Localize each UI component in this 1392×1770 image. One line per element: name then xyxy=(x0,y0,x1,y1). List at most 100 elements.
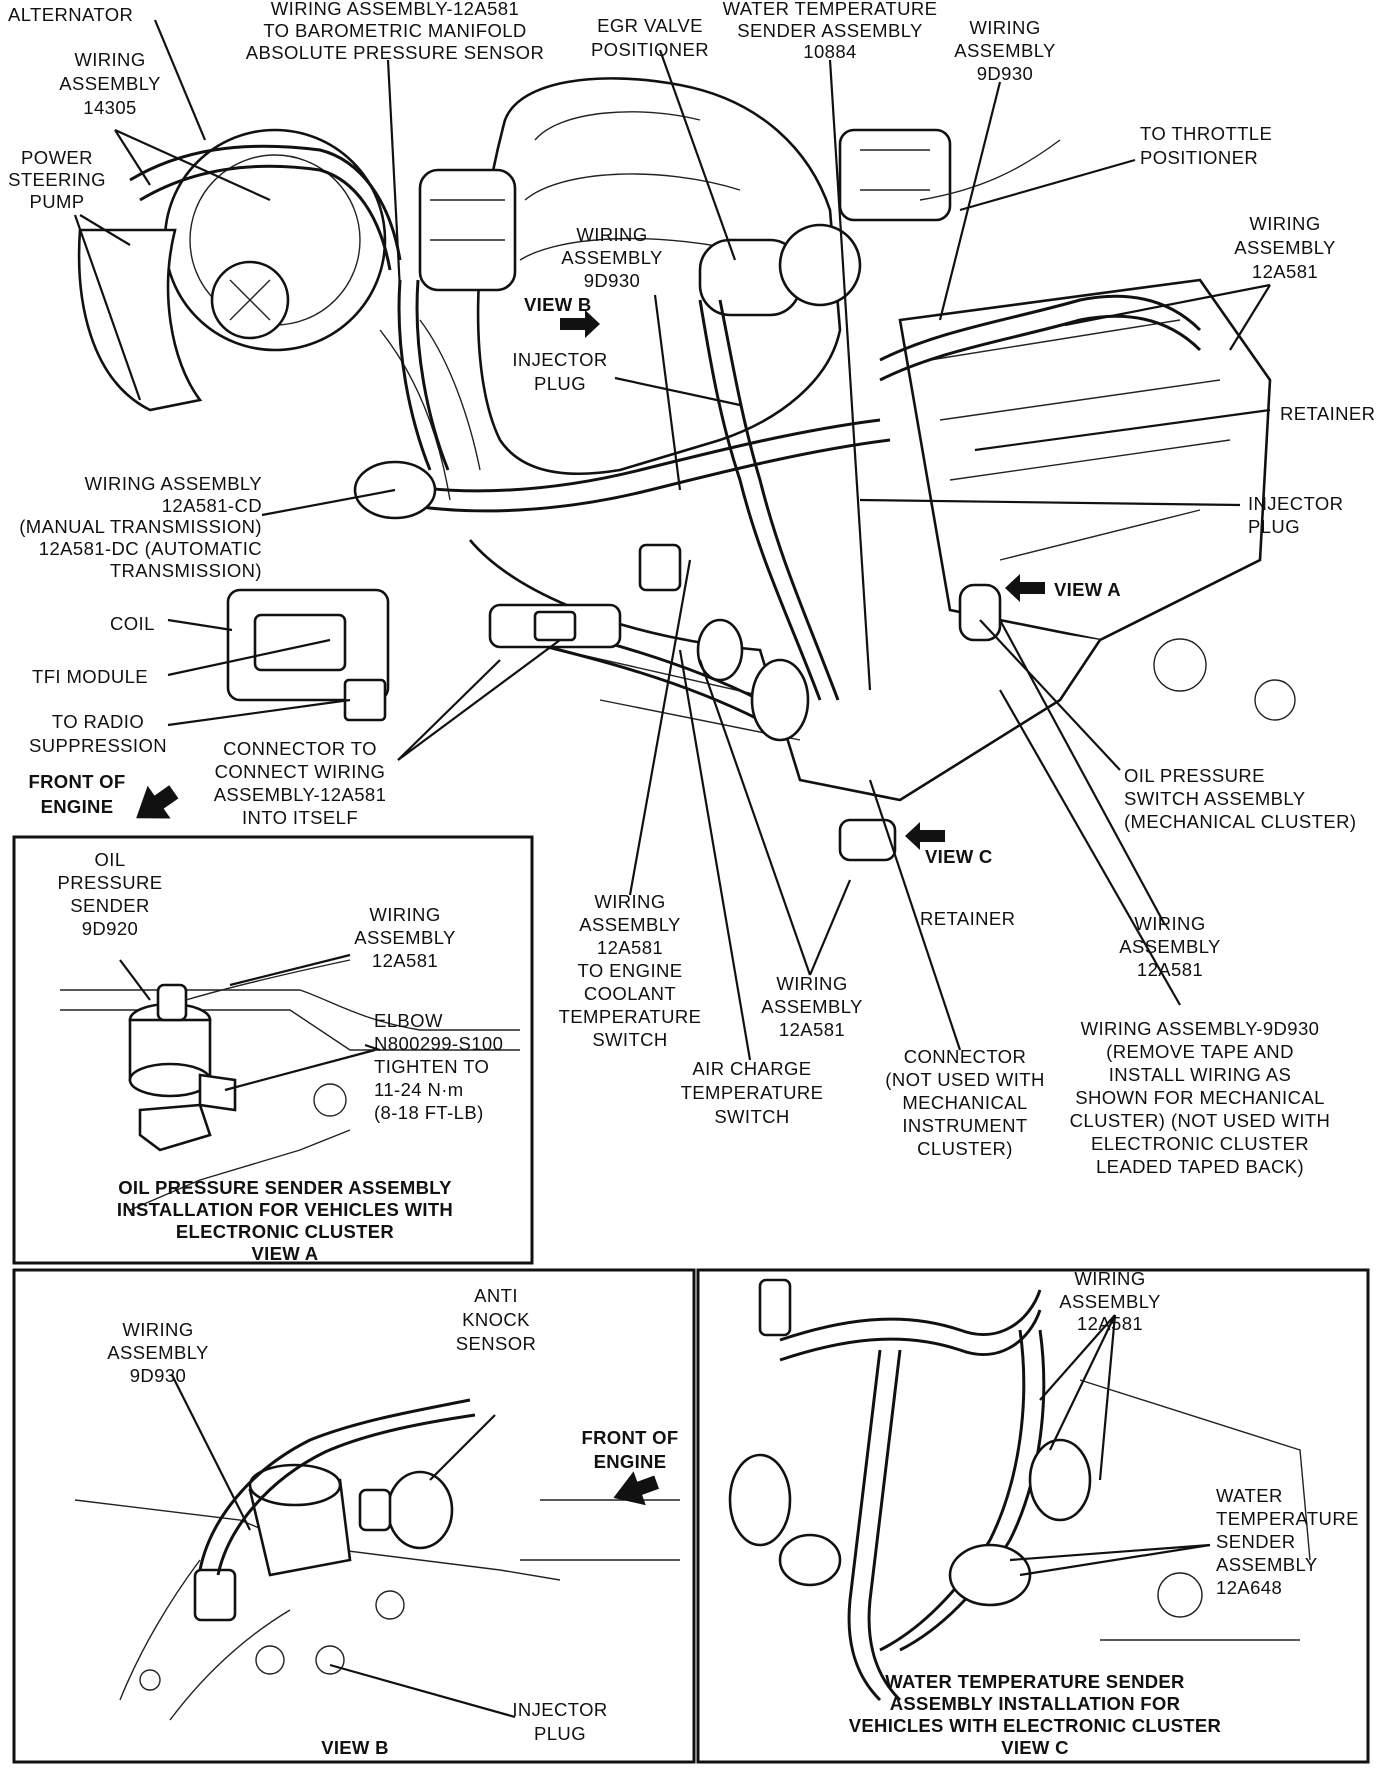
wiring-12a581-lowright-label: WIRING ASSEMBLY 12A581 xyxy=(1119,913,1221,980)
svg-text:(NOT USED WITH: (NOT USED WITH xyxy=(885,1069,1044,1090)
egr-label: EGR VALVE POSITIONER xyxy=(591,15,709,60)
svg-text:AIR CHARGE: AIR CHARGE xyxy=(692,1058,811,1079)
svg-text:VEHICLES WITH ELECTRONIC CLUST: VEHICLES WITH ELECTRONIC CLUSTER xyxy=(849,1715,1221,1736)
svg-text:SHOWN FOR MECHANICAL: SHOWN FOR MECHANICAL xyxy=(1075,1087,1325,1108)
svg-text:INTO ITSELF: INTO ITSELF xyxy=(242,807,358,828)
svg-text:ASSEMBLY: ASSEMBLY xyxy=(107,1342,209,1363)
svg-text:TEMPERATURE: TEMPERATURE xyxy=(681,1082,824,1103)
leader-lines xyxy=(73,19,1271,1061)
svg-text:PRESSURE: PRESSURE xyxy=(58,872,163,893)
svg-text:ANTI: ANTI xyxy=(474,1285,518,1306)
svg-text:POSITIONER: POSITIONER xyxy=(591,39,709,60)
view-c-panel: WIRING ASSEMBLY 12A581 WATER TEMPERATURE… xyxy=(696,1268,1370,1764)
svg-text:ASSEMBLY: ASSEMBLY xyxy=(579,914,681,935)
svg-text:12A581: 12A581 xyxy=(1077,1313,1143,1334)
svg-text:TEMPERATURE: TEMPERATURE xyxy=(559,1006,702,1027)
svg-text:TEMPERATURE: TEMPERATURE xyxy=(1216,1508,1359,1529)
svg-text:12A648: 12A648 xyxy=(1216,1577,1282,1598)
svg-text:WIRING: WIRING xyxy=(1134,913,1205,934)
svg-text:SUPPRESSION: SUPPRESSION xyxy=(29,735,167,756)
svg-text:12A581-DC (AUTOMATIC: 12A581-DC (AUTOMATIC xyxy=(39,538,262,559)
svg-text:ELBOW: ELBOW xyxy=(374,1010,443,1031)
svg-text:12A581-CD: 12A581-CD xyxy=(162,495,262,516)
svg-text:10884: 10884 xyxy=(803,41,856,62)
throttle-label: TO THROTTLE POSITIONER xyxy=(1140,123,1272,168)
svg-text:9D930: 9D930 xyxy=(977,63,1034,84)
svg-text:VIEW A: VIEW A xyxy=(252,1243,319,1264)
svg-text:TO ENGINE: TO ENGINE xyxy=(577,960,682,981)
svg-text:(8-18 FT-LB): (8-18 FT-LB) xyxy=(374,1102,484,1123)
svg-text:TRANSMISSION): TRANSMISSION) xyxy=(110,560,262,581)
view-a-elbow-label: ELBOW N800299-S100 TIGHTEN TO 11-24 N·m … xyxy=(374,1010,503,1123)
svg-text:TO BAROMETRIC MANIFOLD: TO BAROMETRIC MANIFOLD xyxy=(263,20,526,41)
svg-text:CLUSTER) (NOT USED WITH: CLUSTER) (NOT USED WITH xyxy=(1070,1110,1331,1131)
svg-text:ASSEMBLY: ASSEMBLY xyxy=(1234,237,1336,258)
svg-text:WIRING: WIRING xyxy=(969,17,1040,38)
svg-text:WIRING: WIRING xyxy=(576,224,647,245)
view-c-water-temp-label: WATER TEMPERATURE SENDER ASSEMBLY 12A648 xyxy=(1216,1485,1359,1598)
svg-text:POSITIONER: POSITIONER xyxy=(1140,147,1258,168)
view-c-wiring-label: WIRING ASSEMBLY 12A581 xyxy=(1059,1268,1161,1334)
svg-text:TIGHTEN TO: TIGHTEN TO xyxy=(374,1056,489,1077)
wiring-harness xyxy=(129,144,1202,862)
svg-text:INSTALL WIRING AS: INSTALL WIRING AS xyxy=(1109,1064,1292,1085)
svg-text:ASSEMBLY: ASSEMBLY xyxy=(1119,936,1221,957)
svg-text:ELECTRONIC CLUSTER: ELECTRONIC CLUSTER xyxy=(176,1221,394,1242)
svg-text:SENDER: SENDER xyxy=(1216,1531,1296,1552)
svg-text:LEADED TAPED BACK): LEADED TAPED BACK) xyxy=(1096,1156,1304,1177)
svg-text:WIRING ASSEMBLY: WIRING ASSEMBLY xyxy=(85,473,262,494)
svg-text:ASSEMBLY: ASSEMBLY xyxy=(59,73,161,94)
view-b-front-of-engine-label: FRONT OF ENGINE xyxy=(582,1427,679,1472)
svg-text:WIRING: WIRING xyxy=(594,891,665,912)
svg-text:ASSEMBLY: ASSEMBLY xyxy=(1059,1291,1161,1312)
injector-plug-left-label: INJECTOR PLUG xyxy=(512,349,607,394)
wiring-9d930-top-label: WIRING ASSEMBLY 9D930 xyxy=(954,17,1055,84)
view-b-wiring-label: WIRING ASSEMBLY 9D930 xyxy=(107,1319,209,1386)
svg-text:9D930: 9D930 xyxy=(584,270,641,291)
view-b-panel: WIRING ASSEMBLY 9D930 ANTI KNOCK SENSOR … xyxy=(12,1268,696,1764)
svg-text:PLUG: PLUG xyxy=(534,373,586,394)
radio-suppression-label: TO RADIO SUPPRESSION xyxy=(29,711,167,756)
view-b-caption: VIEW B xyxy=(321,1737,389,1758)
front-engine-arrow-icon xyxy=(136,785,179,819)
svg-text:WIRING ASSEMBLY-9D930: WIRING ASSEMBLY-9D930 xyxy=(1081,1018,1320,1039)
svg-text:INJECTOR: INJECTOR xyxy=(512,349,607,370)
svg-text:WATER: WATER xyxy=(1216,1485,1283,1506)
wiring-14305-label: WIRING ASSEMBLY 14305 xyxy=(59,49,161,118)
svg-text:FRONT OF: FRONT OF xyxy=(29,771,126,792)
svg-text:ASSEMBLY: ASSEMBLY xyxy=(354,927,456,948)
svg-text:ABSOLUTE PRESSURE SENSOR: ABSOLUTE PRESSURE SENSOR xyxy=(246,42,544,63)
svg-text:POWER: POWER xyxy=(21,147,93,168)
svg-text:INSTALLATION FOR VEHICLES WITH: INSTALLATION FOR VEHICLES WITH xyxy=(117,1199,453,1220)
svg-text:CONNECT WIRING: CONNECT WIRING xyxy=(215,761,386,782)
svg-text:CONNECTOR: CONNECTOR xyxy=(904,1046,1027,1067)
svg-text:WIRING: WIRING xyxy=(1249,213,1320,234)
svg-text:PLUG: PLUG xyxy=(534,1723,586,1744)
svg-text:INJECTOR: INJECTOR xyxy=(1248,493,1343,514)
svg-text:ASSEMBLY-12A581: ASSEMBLY-12A581 xyxy=(214,784,387,805)
svg-text:ASSEMBLY: ASSEMBLY xyxy=(561,247,663,268)
svg-text:9D930: 9D930 xyxy=(130,1365,187,1386)
view-c-arrow-icon xyxy=(905,822,945,850)
connector-not-used-label: CONNECTOR (NOT USED WITH MECHANICAL INST… xyxy=(885,1046,1044,1159)
retainer-center-label: RETAINER xyxy=(920,908,1015,929)
svg-text:ELECTRONIC CLUSTER: ELECTRONIC CLUSTER xyxy=(1091,1133,1309,1154)
air-charge-label: AIR CHARGE TEMPERATURE SWITCH xyxy=(681,1058,824,1127)
view-a-caption: OIL PRESSURE SENDER ASSEMBLY INSTALLATIO… xyxy=(117,1177,453,1264)
svg-text:(REMOVE TAPE AND: (REMOVE TAPE AND xyxy=(1106,1041,1294,1062)
svg-text:SENDER: SENDER xyxy=(70,895,150,916)
wiring-coolant-label: WIRING ASSEMBLY 12A581 TO ENGINE COOLANT… xyxy=(559,891,702,1050)
svg-text:INSTRUMENT: INSTRUMENT xyxy=(902,1115,1027,1136)
injector-plug-right-label: INJECTOR PLUG xyxy=(1248,493,1343,537)
svg-text:VIEW C: VIEW C xyxy=(1001,1737,1069,1758)
view-b-injector-label: INJECTOR PLUG xyxy=(512,1699,607,1744)
svg-text:(MECHANICAL CLUSTER): (MECHANICAL CLUSTER) xyxy=(1124,811,1356,832)
view-a-sender-label: OIL PRESSURE SENDER 9D920 xyxy=(58,849,163,939)
alternator-label: ALTERNATOR xyxy=(8,4,133,25)
svg-text:COOLANT: COOLANT xyxy=(584,983,676,1004)
svg-text:WATER TEMPERATURE SENDER: WATER TEMPERATURE SENDER xyxy=(885,1671,1184,1692)
oil-switch-label: OIL PRESSURE SWITCH ASSEMBLY (MECHANICAL… xyxy=(1124,765,1356,832)
svg-text:ASSEMBLY: ASSEMBLY xyxy=(1216,1554,1318,1575)
svg-text:12A581: 12A581 xyxy=(597,937,663,958)
svg-text:12A581: 12A581 xyxy=(372,950,438,971)
